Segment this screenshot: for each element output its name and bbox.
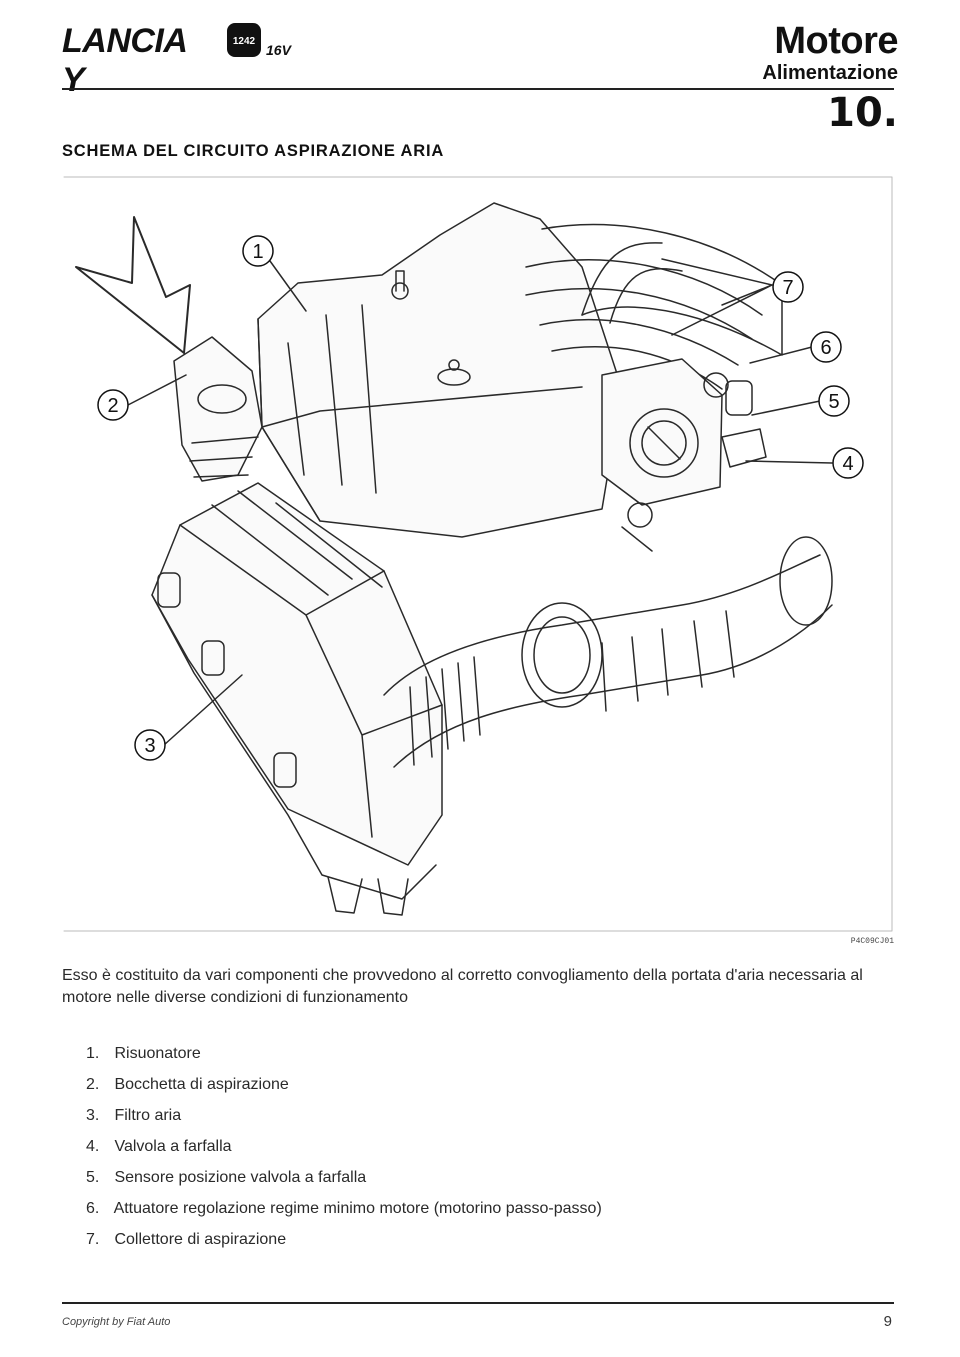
- legend-number: 3.: [86, 1107, 100, 1124]
- legend-text: Attuatore regolazione regime minimo moto…: [113, 1200, 602, 1217]
- legend-item: 6. Attuatore regolazione regime minimo m…: [86, 1193, 602, 1224]
- callout-7: 7: [782, 277, 793, 299]
- legend-item: 1. Risuonatore: [86, 1038, 602, 1069]
- leader-line-1: [269, 260, 307, 312]
- legend-number: 4.: [86, 1138, 100, 1155]
- leader-line-2: [127, 374, 187, 406]
- callout-5: 5: [828, 391, 839, 413]
- leader-line-3: [163, 674, 243, 746]
- legend-item: 3. Filtro aria: [86, 1100, 602, 1131]
- page-number: 9: [883, 1313, 892, 1330]
- brand-engine-label: 16V: [266, 42, 291, 58]
- callout-6: 6: [820, 337, 831, 359]
- intro-paragraph: Esso è costituito da vari componenti che…: [62, 967, 863, 1006]
- legend-item: 5. Sensore posizione valvola a farfalla: [86, 1162, 602, 1193]
- legend-item: 7. Collettore di aspirazione: [86, 1224, 602, 1255]
- callout-1: 1: [252, 241, 263, 263]
- legend-item: 4. Valvola a farfalla: [86, 1131, 602, 1162]
- legend-number: 7.: [86, 1231, 100, 1248]
- figure-title: SCHEMA DEL CIRCUITO ASPIRAZIONE ARIA: [62, 142, 445, 160]
- callout-3: 3: [144, 735, 155, 757]
- legend-text: Bocchetta di aspirazione: [114, 1076, 289, 1093]
- copyright-notice: Copyright by Fiat Auto: [62, 1316, 171, 1328]
- legend-text: Sensore posizione valvola a farfalla: [114, 1169, 367, 1186]
- footer-divider: [62, 1302, 894, 1304]
- legend-text: Filtro aria: [114, 1107, 182, 1124]
- intake-spout: [173, 336, 263, 482]
- leader-line-4: [745, 460, 833, 464]
- throttle-body: [601, 358, 767, 552]
- legend-number: 6.: [86, 1200, 100, 1217]
- air-filter: [151, 482, 443, 916]
- legend-text: Valvola a farfalla: [114, 1138, 232, 1155]
- leader-line-7: [661, 258, 773, 336]
- callout-2: 2: [107, 395, 118, 417]
- chapter-code: 10.: [827, 90, 898, 136]
- leader-line-5: [751, 400, 821, 416]
- component-legend: 1. Risuonatore 2. Bocchetta di aspirazio…: [86, 1038, 602, 1255]
- intake-circuit-diagram: 1 2 3 4 5 6 7: [63, 176, 893, 932]
- leader-line-6: [749, 346, 813, 364]
- air-flow-arrow: [75, 216, 191, 354]
- brand-badge-icon: 1242: [227, 23, 261, 57]
- intake-duct: [383, 536, 833, 768]
- section-title: Motore: [774, 20, 898, 62]
- section-subtitle: Alimentazione: [762, 62, 898, 84]
- legend-item: 2. Bocchetta di aspirazione: [86, 1069, 602, 1100]
- legend-number: 1.: [86, 1045, 100, 1062]
- figure-code: P4C09CJ01: [850, 937, 894, 946]
- brand-badge-text: 1242: [233, 36, 256, 47]
- resonator: [257, 202, 623, 538]
- legend-text: Risuonatore: [114, 1045, 201, 1062]
- legend-number: 5.: [86, 1169, 100, 1186]
- legend-number: 2.: [86, 1076, 100, 1093]
- callout-4: 4: [842, 453, 853, 475]
- legend-text: Collettore di aspirazione: [114, 1231, 287, 1248]
- figure-border: [63, 176, 893, 932]
- header-divider: [62, 88, 894, 90]
